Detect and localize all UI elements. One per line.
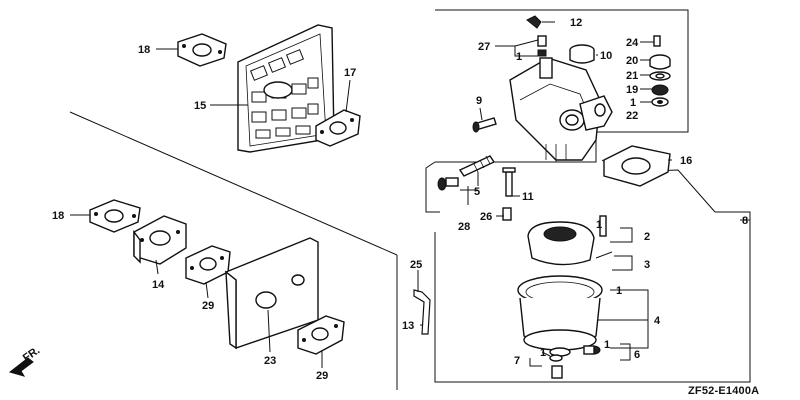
diagram-code: ZF52-E1400A [688, 385, 759, 397]
part-29-gasket-bottom [297, 315, 345, 355]
label-12: 12 [570, 17, 582, 29]
label-22: 22 [626, 110, 638, 122]
part-15-guard-plate [237, 24, 335, 153]
label-21: 21 [626, 70, 638, 82]
label-17: 17 [344, 67, 356, 79]
label-10: 10 [600, 50, 612, 62]
label-6: 6 [634, 349, 640, 361]
label-26: 26 [480, 211, 492, 223]
label-5: 5 [474, 186, 480, 198]
part-13-tube [413, 282, 431, 335]
label-1-needle: 1 [596, 219, 602, 231]
leader-lines [70, 21, 750, 368]
label-14: 14 [152, 279, 165, 291]
label-1-bolt: 1 [604, 339, 610, 351]
parts-right-stack [649, 35, 671, 107]
label-2: 2 [644, 231, 650, 243]
part-9-screw [472, 117, 497, 133]
part-7-drain-bolt [549, 345, 601, 379]
part-14-insulator [133, 215, 187, 265]
part-4-float-bowl [517, 275, 603, 357]
label-24: 24 [626, 37, 639, 49]
carburetor-body [509, 57, 613, 162]
label-19: 19 [626, 84, 638, 96]
label-25: 25 [410, 259, 422, 271]
part-29-gasket-mid [185, 245, 231, 285]
label-15: 15 [194, 100, 206, 112]
label-18-left: 18 [52, 210, 64, 222]
label-9: 9 [476, 95, 482, 107]
label-16: 16 [680, 155, 692, 167]
part-16-gasket [603, 145, 671, 187]
part-23-shield-plate [224, 237, 319, 350]
part-3-float [527, 215, 613, 266]
part-27-screw [537, 35, 547, 57]
label-29-mid: 29 [202, 300, 214, 312]
label-28: 28 [458, 221, 470, 233]
part-labels: 18 15 17 18 14 29 23 29 13 25 12 27 1 10… [52, 17, 748, 382]
label-29-bottom: 29 [316, 370, 328, 382]
label-4: 4 [654, 315, 661, 327]
part-18-gasket-left [89, 199, 141, 233]
label-20: 20 [626, 55, 638, 67]
part-17-gasket [315, 109, 361, 147]
part-10-cap [569, 44, 595, 64]
label-27: 27 [478, 41, 490, 53]
front-direction-arrow: FR. [8, 344, 42, 377]
label-7: 7 [514, 355, 520, 367]
label-1-right: 1 [630, 97, 636, 109]
label-1-top: 1 [516, 51, 522, 63]
label-3: 3 [644, 259, 650, 271]
part-12-knob [526, 15, 542, 29]
label-8: 8 [742, 215, 748, 227]
part-18-gasket-top [177, 33, 227, 67]
part-11-main-jet [502, 167, 516, 221]
label-11: 11 [522, 191, 534, 203]
label-18-top: 18 [138, 44, 150, 56]
label-13: 13 [402, 320, 414, 332]
label-23: 23 [264, 355, 276, 367]
part-5-pilot-screw [437, 155, 496, 191]
label-1-drain: 1 [540, 347, 546, 359]
label-1-bowl: 1 [616, 285, 622, 297]
